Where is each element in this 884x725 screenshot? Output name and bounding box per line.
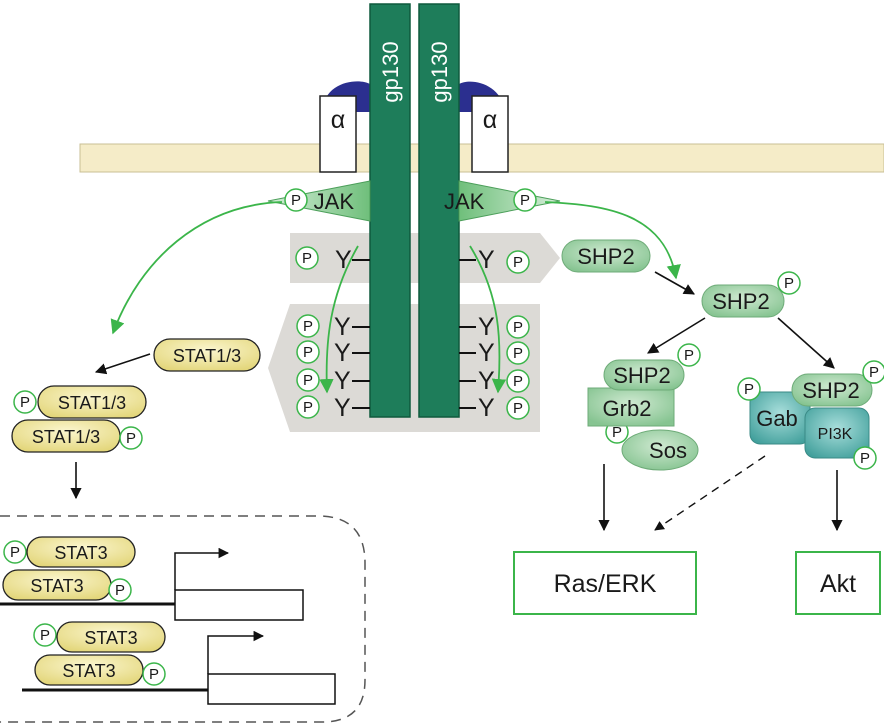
sos-label: Sos [649, 438, 687, 463]
p-label: P [612, 424, 622, 441]
stat13-label: STAT1/3 [58, 393, 126, 413]
p-label: P [20, 394, 30, 411]
stat13-dimer: P STAT1/3 STAT1/3 P [12, 386, 146, 452]
stat3-dimer-gene-2: P STAT3 STAT3 P [22, 622, 335, 704]
p-label: P [860, 450, 870, 467]
p-label: P [40, 627, 50, 644]
gab-label: Gab [756, 406, 798, 431]
p-label: P [744, 381, 754, 398]
y-label: Y [334, 313, 351, 341]
stat3-dimer-gene-1: P STAT3 STAT3 P [0, 537, 303, 620]
p-label: P [115, 582, 125, 599]
y-label: Y [478, 339, 495, 367]
p-label: P [684, 347, 694, 364]
y-label: Y [335, 246, 352, 274]
p-label: P [513, 400, 523, 417]
p-label: P [513, 373, 523, 390]
p-label: P [869, 364, 879, 381]
p-label: P [513, 319, 523, 336]
akt-label: Akt [820, 570, 856, 598]
shp2-label: SHP2 [712, 289, 769, 314]
alpha-label-right: α [483, 106, 497, 134]
stat13-label: STAT1/3 [173, 346, 241, 366]
y-label: Y [334, 339, 351, 367]
grb2-label: Grb2 [603, 396, 652, 421]
p-label: P [149, 666, 159, 683]
p-label: P [303, 372, 313, 389]
p-label: P [302, 250, 312, 267]
alpha-label-left: α [331, 106, 345, 134]
y-label: Y [334, 394, 351, 422]
p-label: P [303, 399, 313, 416]
jak-label-right: JAK [444, 189, 485, 214]
arrow-shp2-to-gab [778, 318, 834, 368]
p-label: P [10, 544, 20, 561]
y-label: Y [478, 367, 495, 395]
arrow-stat13-to-dimer [96, 354, 150, 372]
shp2-label: SHP2 [577, 244, 634, 269]
p-label: P [520, 192, 530, 209]
y-label: Y [334, 367, 351, 395]
p-label: P [513, 254, 523, 271]
jak-label-left: JAK [314, 189, 355, 214]
p-label: P [126, 430, 136, 447]
stat3-label: STAT3 [84, 628, 137, 648]
stat3-label: STAT3 [62, 661, 115, 681]
shp2-label: SHP2 [802, 378, 859, 403]
p-label: P [784, 275, 794, 292]
shp2-gab-pi3k-complex: Gab PI3K SHP2 P P P [738, 361, 884, 469]
p-label: P [303, 318, 313, 335]
shp2-grb2-sos-complex: Sos P Grb2 SHP2 P [588, 344, 700, 470]
p-label: P [303, 344, 313, 361]
pi3k-label: PI3K [818, 426, 853, 443]
arrow-shp2-activation [655, 272, 694, 294]
stat13-label: STAT1/3 [32, 427, 100, 447]
arrow-jak-to-stat [113, 202, 282, 333]
ras-erk-label: Ras/ERK [554, 570, 657, 598]
p-label: P [513, 345, 523, 362]
y-label: Y [478, 246, 495, 274]
p-label: P [291, 192, 301, 209]
stat3-label: STAT3 [54, 543, 107, 563]
shp2-label: SHP2 [613, 363, 670, 388]
y-label: Y [478, 394, 495, 422]
stat3-label: STAT3 [30, 576, 83, 596]
gp130-label-right: gp130 [427, 41, 452, 102]
y-label: Y [478, 313, 495, 341]
gp130-label-left: gp130 [378, 41, 403, 102]
